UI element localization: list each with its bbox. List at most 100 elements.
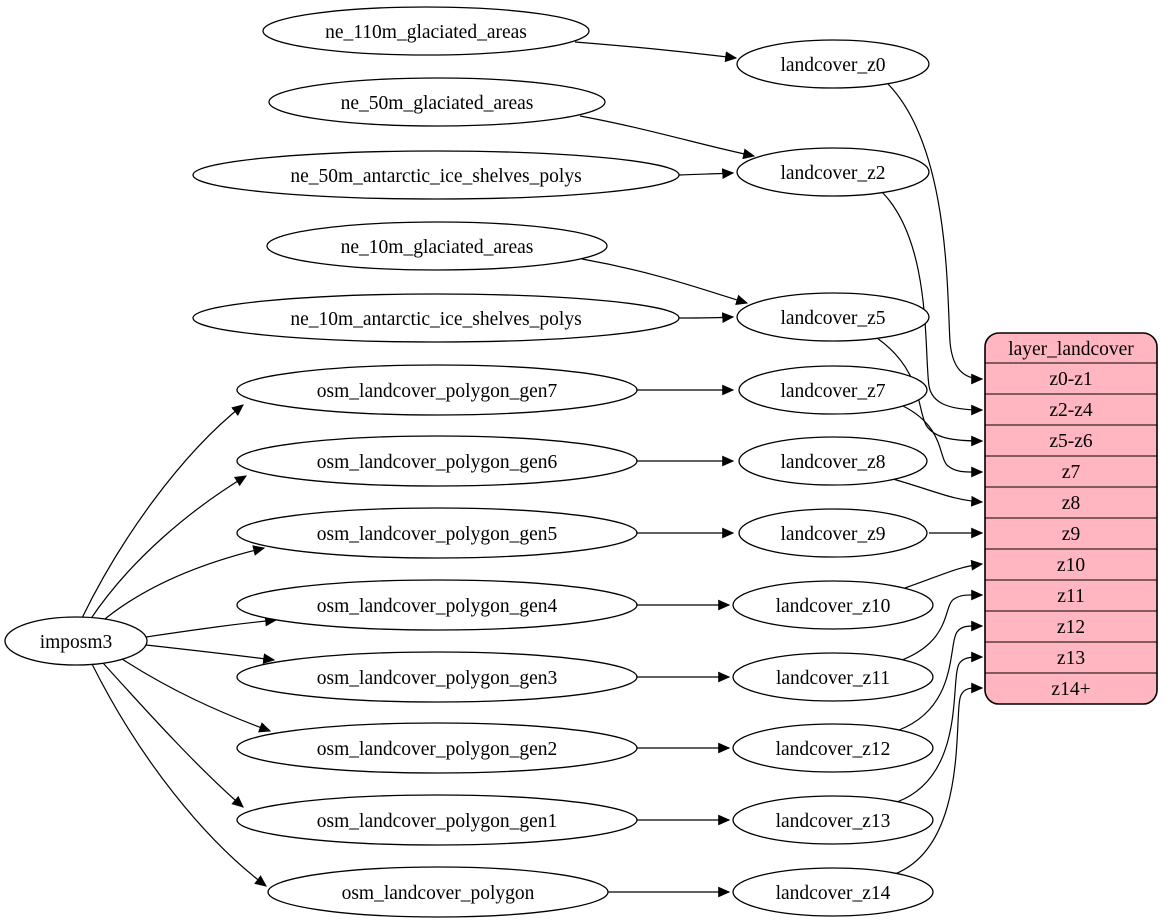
node-landcover-z5: landcover_z5 [736, 292, 930, 342]
edge-imposm3-to-osm-landcover-polygon-gen7 [81, 404, 244, 619]
node-osm-landcover-polygon-gen7: osm_landcover_polygon_gen7 [236, 364, 638, 416]
node-landcover-z13-label: landcover_z13 [776, 811, 891, 832]
node-ne-50m-glaciated-areas: ne_50m_glaciated_areas [268, 77, 606, 127]
edge-landcover-z13-to-port-z13 [896, 651, 984, 803]
node-osm-landcover-polygon-gen5: osm_landcover_polygon_gen5 [236, 507, 638, 559]
node-osm-landcover-polygon-gen1: osm_landcover_polygon_gen1 [236, 794, 638, 846]
edge-ne-50m-glaciated-areas-to-landcover-z2 [579, 115, 756, 160]
edge-landcover-z14-to-port-z14plus [894, 682, 984, 875]
node-osm-landcover-polygon-gen5-label: osm_landcover_polygon_gen5 [317, 524, 557, 545]
edge-imposm3-to-osm-landcover-polygon-gen6 [89, 475, 248, 621]
node-landcover-z12-shape [732, 723, 934, 773]
edge-ne-50m-antarctic-ice-shelves-polys-to-landcover-z2 [678, 168, 735, 180]
node-landcover-z5-label: landcover_z5 [780, 308, 885, 329]
node-ne-10m-glaciated-areas: ne_10m_glaciated_areas [266, 221, 608, 271]
node-landcover-z10: landcover_z10 [732, 580, 934, 630]
edge-imposm3-to-osm-landcover-polygon-gen4 [145, 615, 278, 638]
node-osm-landcover-polygon-gen3-shape [236, 651, 638, 703]
node-landcover-z2-shape [736, 147, 930, 197]
record-row-z9: z9 [1062, 524, 1080, 545]
node-osm-landcover-polygon-gen5-shape [236, 507, 638, 559]
edge-ne-10m-glaciated-areas-to-landcover-z5 [581, 258, 749, 306]
node-ne-50m-glaciated-areas-label: ne_50m_glaciated_areas [341, 93, 534, 114]
node-osm-landcover-polygon-gen6-shape [236, 435, 638, 487]
edge-imposm3-to-osm-landcover-polygon-gen1 [102, 662, 244, 808]
node-ne-110m-glaciated-areas-shape [262, 6, 590, 56]
node-landcover-z14-shape [732, 867, 934, 917]
node-landcover-z7-shape [738, 365, 928, 415]
node-landcover-z7-label: landcover_z7 [780, 381, 885, 402]
edge-landcover-z10-to-port-z10 [904, 559, 984, 589]
edge-landcover-z11-to-port-z11 [901, 589, 984, 661]
node-ne-10m-antarctic-ice-shelves-polys: ne_10m_antarctic_ice_shelves_polys [192, 293, 680, 343]
node-landcover-z10-label: landcover_z10 [776, 596, 891, 617]
node-landcover-z2-label: landcover_z2 [780, 163, 885, 184]
node-landcover-z0: landcover_z0 [736, 39, 930, 89]
node-osm-landcover-polygon-gen2-label: osm_landcover_polygon_gen2 [317, 739, 557, 760]
node-ne-110m-glaciated-areas: ne_110m_glaciated_areas [262, 6, 590, 56]
node-landcover-z8-shape [738, 436, 928, 486]
edge-imposm3-to-osm-landcover-polygon-gen5 [99, 545, 266, 624]
edge-imposm3-to-osm-landcover-polygon-gen2 [121, 658, 272, 733]
node-ne-50m-antarctic-ice-shelves-polys-shape [192, 150, 680, 200]
node-osm-landcover-polygon-gen2: osm_landcover_polygon_gen2 [236, 722, 638, 774]
record-row-z8: z8 [1062, 493, 1080, 514]
node-landcover-z12-label: landcover_z12 [776, 739, 891, 760]
edge-ne-10m-antarctic-ice-shelves-polys-to-landcover-z5 [678, 312, 735, 324]
node-landcover-z2: landcover_z2 [736, 147, 930, 197]
node-landcover-z14-label: landcover_z14 [776, 883, 891, 904]
edge-landcover-z12-to-port-z12 [898, 620, 984, 731]
record-row-z13: z13 [1057, 648, 1085, 669]
node-landcover-z11-label: landcover_z11 [776, 668, 890, 689]
node-ne-10m-glaciated-areas-shape [266, 221, 608, 271]
node-osm-landcover-polygon-gen6: osm_landcover_polygon_gen6 [236, 435, 638, 487]
record-row-z2-z4: z2-z4 [1049, 400, 1093, 421]
node-ne-50m-glaciated-areas-shape [268, 77, 606, 127]
record-row-z0-z1: z0-z1 [1049, 369, 1092, 390]
node-landcover-z11: landcover_z11 [732, 652, 934, 702]
edge-ne-110m-glaciated-areas-to-landcover-z0 [574, 41, 738, 63]
node-osm-landcover-polygon: osm_landcover_polygon [267, 866, 609, 918]
edge-landcover-z7-to-port-z7 [902, 405, 984, 478]
record-layer-landcover: layer_landcover z0-z1 z2-z4 z5-z6 z7 z8 … [984, 332, 1158, 705]
node-landcover-z8: landcover_z8 [738, 436, 928, 486]
record-row-z5-z6: z5-z6 [1049, 431, 1093, 452]
record-row-z12: z12 [1057, 617, 1085, 638]
node-ne-50m-antarctic-ice-shelves-polys-label: ne_50m_antarctic_ice_shelves_polys [290, 166, 581, 187]
node-landcover-z11-shape [732, 652, 934, 702]
node-landcover-z14: landcover_z14 [732, 867, 934, 917]
node-osm-landcover-polygon-gen3-label: osm_landcover_polygon_gen3 [317, 668, 557, 689]
node-landcover-z8-label: landcover_z8 [780, 452, 885, 473]
node-osm-landcover-polygon-shape [267, 866, 609, 918]
node-ne-50m-antarctic-ice-shelves-polys: ne_50m_antarctic_ice_shelves_polys [192, 150, 680, 200]
node-landcover-z7: landcover_z7 [738, 365, 928, 415]
node-osm-landcover-polygon-gen4-shape [236, 579, 638, 631]
record-title: layer_landcover [1008, 339, 1134, 360]
node-osm-landcover-polygon-gen2-shape [236, 722, 638, 774]
node-osm-landcover-polygon-gen7-shape [236, 364, 638, 416]
node-osm-landcover-polygon-gen1-label: osm_landcover_polygon_gen1 [317, 811, 557, 832]
node-landcover-z9-shape [738, 508, 928, 558]
node-osm-landcover-polygon-gen1-shape [236, 794, 638, 846]
node-osm-landcover-polygon-gen3: osm_landcover_polygon_gen3 [236, 651, 638, 703]
node-imposm3-shape [4, 616, 148, 666]
edges-group [81, 41, 984, 898]
node-osm-landcover-polygon-gen6-label: osm_landcover_polygon_gen6 [317, 452, 558, 473]
node-landcover-z5-shape [736, 292, 930, 342]
edge-landcover-z8-to-port-z8 [892, 478, 984, 507]
node-osm-landcover-polygon-label: osm_landcover_polygon [342, 883, 535, 904]
node-ne-10m-glaciated-areas-label: ne_10m_glaciated_areas [341, 237, 534, 258]
node-imposm3: imposm3 [4, 616, 148, 666]
record-row-z10: z10 [1057, 555, 1085, 576]
edge-imposm3-to-osm-landcover-polygon-gen3 [145, 644, 276, 664]
node-osm-landcover-polygon-gen7-label: osm_landcover_polygon_gen7 [317, 381, 558, 402]
record-row-z11: z11 [1057, 586, 1084, 607]
node-imposm3-label: imposm3 [40, 632, 113, 653]
node-landcover-z9-label: landcover_z9 [780, 524, 885, 545]
node-ne-110m-glaciated-areas-label: ne_110m_glaciated_areas [325, 22, 527, 43]
node-osm-landcover-polygon-gen4: osm_landcover_polygon_gen4 [236, 579, 638, 631]
node-landcover-z13: landcover_z13 [732, 795, 934, 845]
node-landcover-z12: landcover_z12 [732, 723, 934, 773]
